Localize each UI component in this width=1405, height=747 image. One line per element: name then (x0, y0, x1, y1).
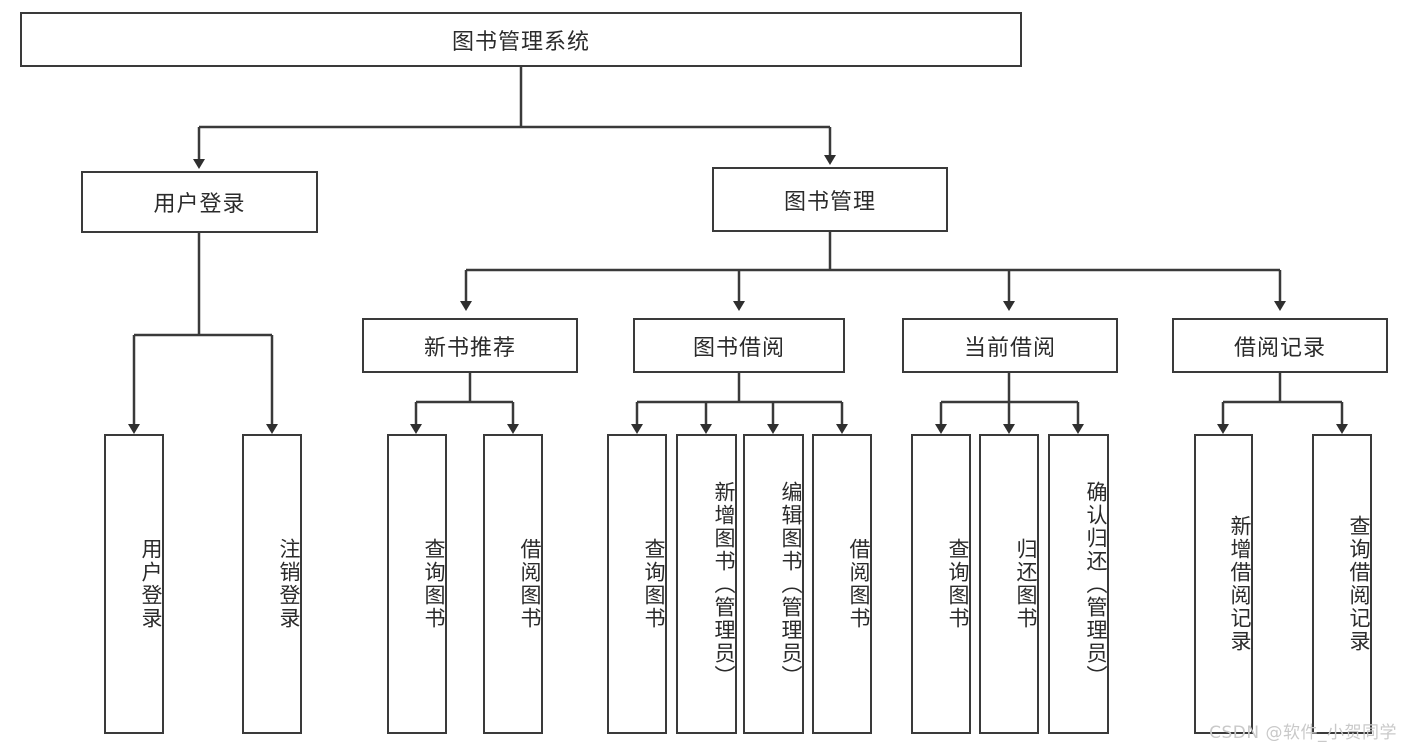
node-root[interactable]: 图书管理系统 (20, 12, 1022, 67)
node-leaf-query-record-label: 查询借阅记录 (1347, 515, 1371, 653)
node-leaf-return-book[interactable]: 归还图书 (979, 434, 1039, 734)
node-leaf-add-book[interactable]: 新增图书（管理员） (676, 434, 737, 734)
node-book-admin[interactable]: 图书管理 (712, 167, 948, 232)
node-new-book-rec-label: 新书推荐 (423, 335, 516, 361)
node-leaf-confirm-return[interactable]: 确认归还（管理员） (1048, 434, 1109, 734)
node-borrow-record-label: 借阅记录 (1233, 335, 1326, 361)
node-user-login-label: 用户登录 (153, 192, 246, 217)
node-leaf-return-book-label: 归还图书 (1014, 538, 1038, 630)
node-leaf-confirm-return-label: 确认归还（管理员） (1084, 480, 1108, 688)
node-leaf-query-record[interactable]: 查询借阅记录 (1312, 434, 1372, 734)
node-root-label: 图书管理系统 (451, 29, 590, 55)
node-book-borrow[interactable]: 图书借阅 (633, 318, 845, 373)
node-current-borrow[interactable]: 当前借阅 (902, 318, 1118, 373)
node-leaf-user-logout-label: 注销登录 (277, 538, 301, 630)
node-book-admin-label: 图书管理 (783, 189, 876, 215)
node-leaf-borrow-book-1[interactable]: 借阅图书 (483, 434, 543, 734)
csdn-watermark: CSDN @软件_小贺同学 (1209, 723, 1397, 743)
node-leaf-add-book-label: 新增图书（管理员） (712, 480, 736, 688)
node-borrow-record[interactable]: 借阅记录 (1172, 318, 1388, 373)
node-leaf-user-login[interactable]: 用户登录 (104, 434, 164, 734)
node-leaf-user-login-label: 用户登录 (139, 538, 163, 630)
node-leaf-query-book-3[interactable]: 查询图书 (911, 434, 971, 734)
node-leaf-user-logout[interactable]: 注销登录 (242, 434, 302, 734)
node-current-borrow-label: 当前借阅 (963, 335, 1056, 361)
node-book-borrow-label: 图书借阅 (692, 335, 785, 361)
node-leaf-edit-book-label: 编辑图书（管理员） (779, 480, 803, 688)
node-leaf-borrow-book-2[interactable]: 借阅图书 (812, 434, 872, 734)
node-leaf-query-book-1-label: 查询图书 (422, 538, 446, 630)
node-leaf-borrow-book-2-label: 借阅图书 (847, 538, 871, 630)
node-leaf-query-book-2-label: 查询图书 (642, 538, 666, 630)
node-leaf-add-record-label: 新增借阅记录 (1228, 515, 1252, 653)
node-leaf-edit-book[interactable]: 编辑图书（管理员） (743, 434, 804, 734)
node-leaf-query-book-3-label: 查询图书 (946, 538, 970, 630)
node-leaf-query-book-2[interactable]: 查询图书 (607, 434, 667, 734)
node-user-login[interactable]: 用户登录 (81, 171, 318, 233)
node-leaf-query-book-1[interactable]: 查询图书 (387, 434, 447, 734)
node-leaf-borrow-book-1-label: 借阅图书 (518, 538, 542, 630)
node-new-book-rec[interactable]: 新书推荐 (362, 318, 578, 373)
node-leaf-add-record[interactable]: 新增借阅记录 (1194, 434, 1253, 734)
